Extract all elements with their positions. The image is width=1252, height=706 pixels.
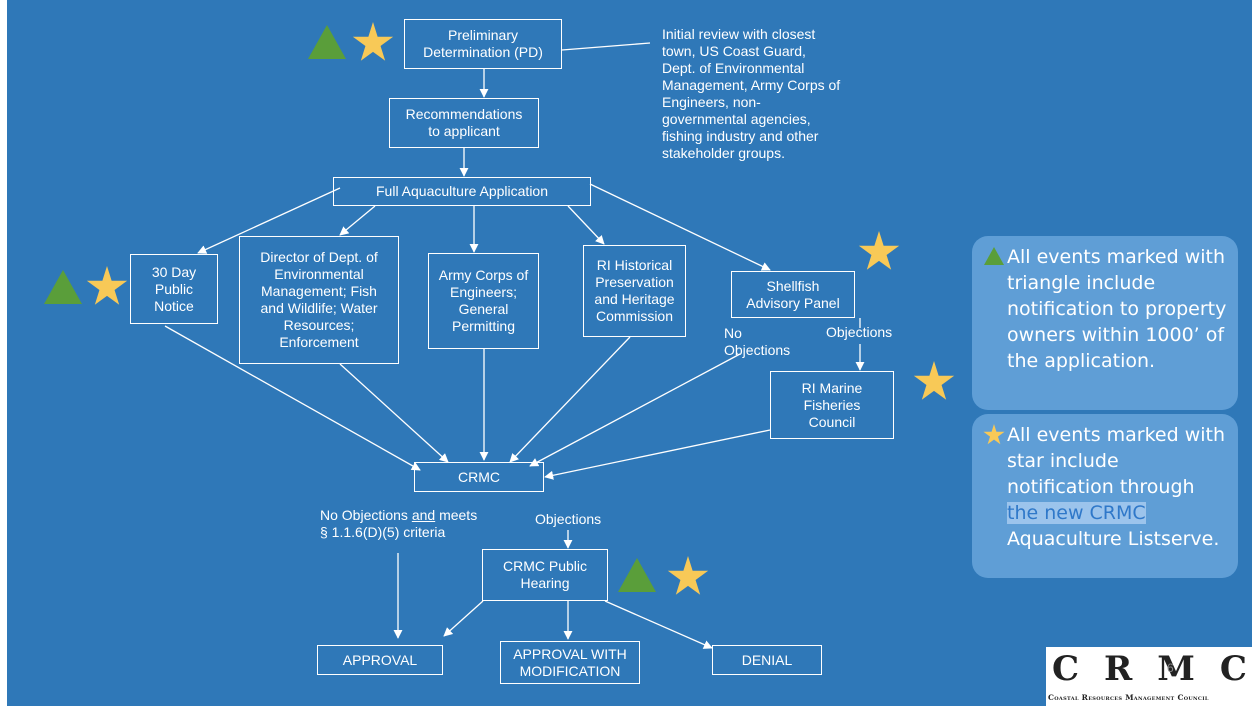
box-historical-commission: RI Historical Preservation and Heritage … bbox=[583, 245, 686, 337]
star-icon bbox=[913, 361, 955, 400]
box-shellfish-panel: Shellfish Advisory Panel bbox=[731, 271, 855, 318]
triangle-icon bbox=[44, 270, 82, 304]
box-recommendations: Recommendations to applicant bbox=[389, 98, 539, 148]
label-objections-panel: Objections bbox=[826, 324, 893, 340]
triangle-icon bbox=[308, 25, 346, 59]
crmc-logo: C R M C 6 Coastal Resources Management C… bbox=[1046, 647, 1252, 706]
logo-letter: R bbox=[1104, 649, 1134, 689]
box-denial: DENIAL bbox=[712, 645, 822, 675]
label-no-objections-panel: No Objections bbox=[724, 325, 791, 358]
triangle-icon bbox=[984, 247, 1004, 265]
arrow-fullapp-to-dem bbox=[339, 205, 376, 236]
arrow-historical-to-crmc bbox=[509, 336, 631, 463]
initial-review-text: Initial review with closest town, US Coa… bbox=[662, 26, 841, 161]
label-no-objections-criteria: No Objections and meets§ 1.1.6(D)(5) cri… bbox=[320, 507, 478, 540]
logo-letter: C bbox=[1219, 649, 1248, 689]
box-preliminary-determination: Preliminary Determination (PD) bbox=[404, 19, 562, 69]
logo-letter: C bbox=[1052, 649, 1081, 689]
arrow-shellfish-to-crmc bbox=[529, 353, 741, 467]
arrow-marine-to-crmc bbox=[544, 429, 771, 480]
arrow-notice-to-crmc bbox=[164, 325, 421, 471]
arrow-fullapp-to-notice bbox=[197, 187, 341, 254]
arrow-dem-to-crmc bbox=[339, 363, 449, 463]
box-army-corps: Army Corps of Engineers; General Permitt… bbox=[428, 253, 539, 349]
logo-letter: M bbox=[1157, 649, 1196, 689]
star-legend-text: All events marked with star include noti… bbox=[1007, 424, 1226, 498]
line-pd-to-review bbox=[561, 42, 651, 51]
arrow-fullapp-to-shellfish bbox=[589, 183, 771, 271]
page-number: 6 bbox=[1167, 661, 1174, 675]
box-full-application: Full Aquaculture Application bbox=[333, 177, 591, 206]
box-public-notice: 30 Day Public Notice bbox=[130, 254, 218, 324]
box-crmc: CRMC bbox=[414, 462, 544, 492]
logo-subtitle: Coastal Resources Management Council bbox=[1048, 693, 1209, 702]
arrow-hearing-to-denial bbox=[604, 600, 713, 649]
triangle-legend-note: All events marked with triangle include … bbox=[972, 236, 1238, 410]
star-icon bbox=[983, 424, 1005, 445]
star-legend-tail: Aquaculture Listserve. bbox=[1007, 528, 1220, 550]
box-marine-fisheries: RI Marine Fisheries Council bbox=[770, 371, 894, 439]
box-approval: APPROVAL bbox=[317, 645, 443, 675]
listserve-link[interactable]: the new CRMC bbox=[1007, 502, 1146, 524]
star-icon bbox=[858, 231, 900, 270]
star-icon bbox=[86, 266, 128, 305]
box-dept-environmental: Director of Dept. of Environmental Manag… bbox=[239, 236, 399, 364]
triangle-icon bbox=[618, 558, 656, 592]
arrow-fullapp-to-historical bbox=[567, 205, 605, 245]
star-icon bbox=[667, 556, 709, 595]
label-objections-crmc: Objections bbox=[535, 511, 602, 527]
triangle-legend-text: All events marked with triangle include … bbox=[1007, 246, 1227, 372]
box-public-hearing: CRMC Public Hearing bbox=[482, 549, 608, 601]
arrow-hearing-to-approval bbox=[443, 600, 484, 637]
star-legend-note: All events marked with star include noti… bbox=[972, 414, 1238, 578]
star-icon bbox=[352, 22, 394, 61]
box-approval-modification: APPROVAL WITH MODIFICATION bbox=[500, 641, 640, 684]
